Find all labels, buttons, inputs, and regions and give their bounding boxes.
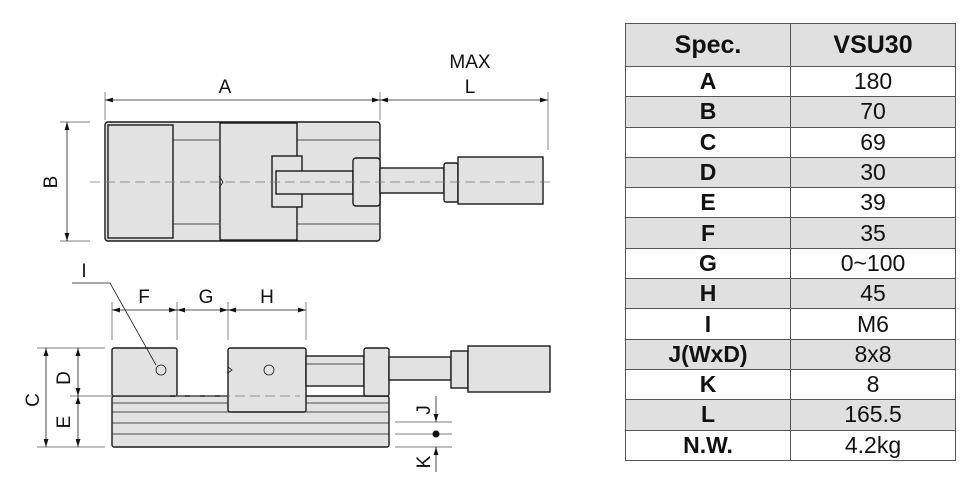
spec-key-cell: A: [625, 65, 791, 98]
dim-l-label: L: [465, 77, 476, 98]
dim-i-label: I: [81, 261, 86, 282]
spec-key-cell: G: [625, 247, 791, 280]
header-spec: Spec.: [625, 23, 791, 67]
spec-value-cell: 35: [790, 217, 956, 249]
spec-key-cell: F: [625, 217, 791, 249]
spec-value-cell: 4.2kg: [790, 429, 956, 461]
spec-key-cell: L: [625, 399, 791, 431]
spec-value-cell: 8x8: [790, 338, 956, 370]
dim-d-label: D: [54, 371, 75, 385]
dim-j-label: J: [414, 405, 435, 415]
dim-b-label: B: [41, 176, 62, 189]
spec-key-cell: H: [625, 278, 791, 310]
spec-key-cell: K: [625, 368, 791, 401]
dim-f-label: F: [138, 287, 150, 308]
table-row: J(WxD)8x8: [625, 338, 956, 370]
max-label: MAX: [449, 52, 491, 73]
dim-g-label: G: [199, 287, 214, 308]
spec-key-cell: C: [625, 126, 791, 158]
spec-key-cell: B: [625, 96, 791, 128]
spec-value-cell: 180: [790, 65, 956, 98]
spec-key-cell: E: [625, 187, 791, 219]
spec-value-cell: 69: [790, 126, 956, 158]
side-view: F G H I C D E J K: [23, 261, 551, 472]
vise-technical-drawing: A MAX L B F G H I: [23, 52, 555, 472]
spec-key-cell: D: [625, 156, 791, 189]
spec-value-cell: 0~100: [790, 247, 956, 280]
dim-h-label: H: [260, 287, 274, 308]
spec-value-cell: 165.5: [790, 399, 956, 431]
spec-key-cell: J(WxD): [625, 338, 791, 370]
header-model: VSU30: [790, 23, 956, 67]
spec-value-cell: 8: [790, 368, 956, 401]
spec-key-cell: I: [625, 308, 791, 340]
spec-value-cell: 45: [790, 278, 956, 310]
table-header-row: Spec. VSU30: [625, 23, 956, 67]
dim-k-label: K: [414, 455, 435, 468]
spec-key-cell: N.W.: [625, 429, 791, 461]
spec-value-cell: 70: [790, 96, 956, 128]
dim-c-label: C: [23, 393, 44, 407]
spec-value-cell: 39: [790, 187, 956, 219]
top-view: A MAX L B: [41, 52, 555, 242]
dim-e-label: E: [54, 416, 75, 429]
table-row: N.W.4.2kg: [625, 429, 956, 461]
dim-a-label: A: [219, 77, 232, 98]
spec-value-cell: M6: [790, 308, 956, 340]
spec-value-cell: 30: [790, 156, 956, 189]
